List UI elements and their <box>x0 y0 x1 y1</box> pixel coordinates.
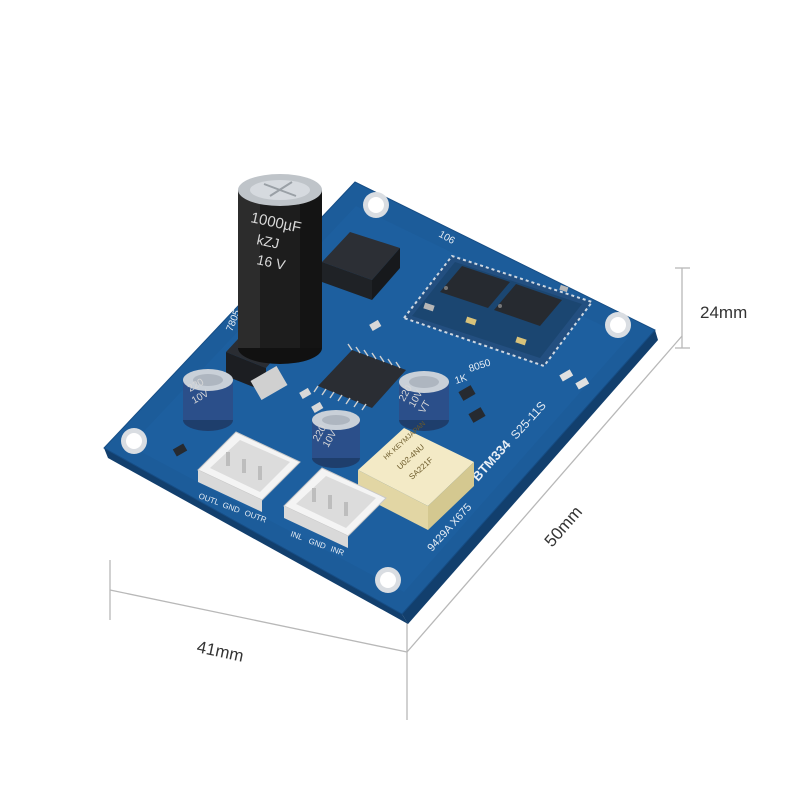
bluetooth-module <box>402 254 594 368</box>
capacitor-center: 220 10V <box>311 410 360 468</box>
capacitor-left: 220 10V <box>183 369 233 431</box>
large-capacitor: 1000µF kZJ 16 V <box>238 174 322 364</box>
input-right-label: INR <box>329 544 345 557</box>
bridge-rectifier <box>322 232 400 300</box>
input-left-label: INL <box>289 529 304 542</box>
large-cap-voltage: 16 V <box>255 251 287 273</box>
output-connector <box>197 431 301 512</box>
length-dimension-label: 50mm <box>541 503 586 551</box>
height-dimension-label: 24mm <box>700 303 747 322</box>
input-connector-labels: INL GND INR <box>289 529 345 557</box>
mounting-holes <box>121 192 631 593</box>
smd-components <box>172 319 590 457</box>
amplifier-chip <box>313 343 406 411</box>
capacitor-right: 220 10V VT <box>397 371 449 431</box>
width-dimension-label: 41mm <box>195 637 245 665</box>
large-cap-code: kZJ <box>255 231 280 251</box>
resistor-label: 1K <box>454 373 469 387</box>
input-connector <box>283 467 387 548</box>
